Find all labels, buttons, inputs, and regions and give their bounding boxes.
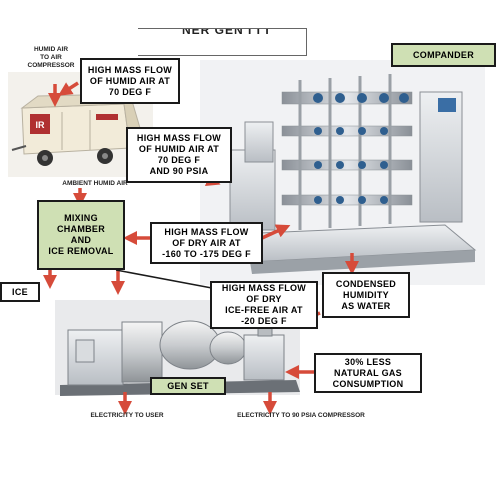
- dry-ice-free-air-box: HIGH MASS FLOW OF DRY ICE-FREE AIR AT -2…: [210, 281, 318, 329]
- humid-air-70f-box: HIGH MASS FLOW OF HUMID AIR AT 70 DEG F: [80, 58, 180, 104]
- condensed-humidity-box: CONDENSED HUMIDITY AS WATER: [322, 272, 410, 318]
- humid-air-to-compressor-label: HUMID AIR TO AIR COMPRESSOR: [27, 46, 75, 69]
- flow-arrows: [43, 81, 359, 415]
- mixing-chamber-box: MIXING CHAMBER AND ICE REMOVAL: [37, 200, 125, 270]
- humid-air-90psia-box: HIGH MASS FLOW OF HUMID AIR AT 70 DEG F …: [126, 127, 232, 183]
- compander-label-box: COMPANDER: [391, 43, 496, 67]
- gen-set-label-box: GEN SET: [150, 377, 226, 395]
- electricity-to-compressor-label: ELECTRICITY TO 90 PSIA COMPRESSOR: [237, 412, 365, 419]
- page-title: NER GEN I I I: [182, 28, 270, 37]
- gas-consumption-box: 30% LESS NATURAL GAS CONSUMPTION: [314, 353, 422, 393]
- compressor-logo: IR: [36, 120, 46, 130]
- ice-box: ICE: [0, 282, 40, 302]
- title-frame: NER GEN I I I: [138, 28, 307, 56]
- arrow-compander-out: [261, 224, 291, 240]
- arrow-humid-air-box: [58, 81, 79, 96]
- electricity-to-user-label: ELECTRICITY TO USER: [90, 412, 164, 419]
- dry-air-box: HIGH MASS FLOW OF DRY AIR AT -160 TO -17…: [150, 222, 263, 264]
- ambient-humid-air-label: AMBIENT HUMID AIR: [62, 180, 128, 187]
